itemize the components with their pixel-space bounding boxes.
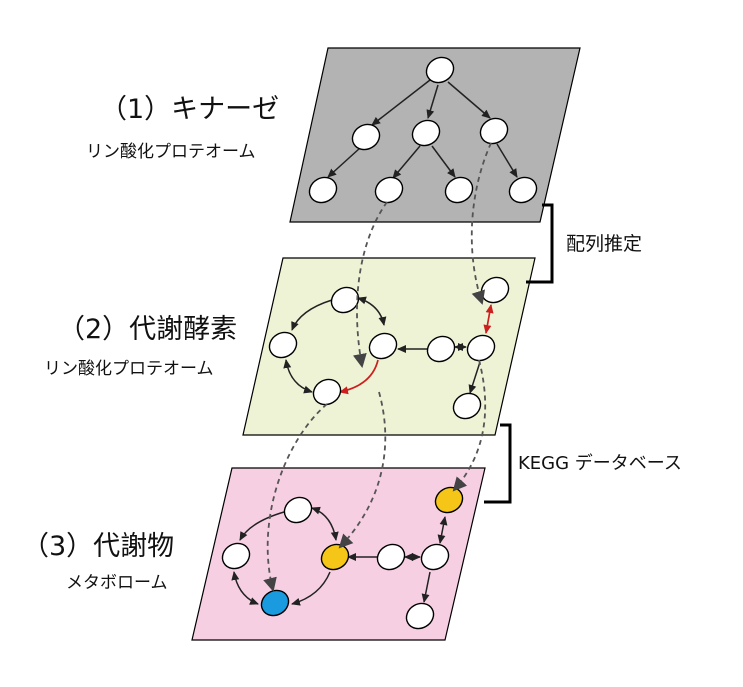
bracket-sequence-estimation (526, 203, 554, 284)
layer-2-title: （2）代謝酵素 (58, 314, 237, 345)
enzyme-node (426, 335, 456, 363)
kinase-node (444, 176, 474, 204)
metabolite-node (376, 543, 406, 571)
metabolite-node (283, 496, 313, 524)
kinase-node (351, 123, 381, 151)
enzyme-node (368, 332, 398, 360)
metabolite-node (405, 602, 435, 630)
layer-2-red-arrows (339, 304, 494, 395)
layer-3-title: （3）代謝物 (22, 531, 174, 562)
inter-layer-links (263, 142, 492, 592)
layer-2-nodes (268, 276, 510, 420)
bracket-label-kegg-database: KEGG データベース (518, 453, 682, 474)
metabolite-node-highlight-blue (260, 589, 290, 617)
kinase-node (374, 176, 404, 204)
layer-1-label: （1）キナーゼ リン酸化プロテオーム (86, 94, 279, 162)
layer-1-nodes (308, 56, 538, 204)
metabolite-node-highlight-yellow (434, 486, 464, 514)
kinase-node (479, 117, 509, 145)
enzyme-node (466, 334, 496, 362)
layer-2-subtitle: リン酸化プロテオーム (44, 359, 214, 379)
layer-3-edges (231, 506, 448, 606)
layer-2-edges (283, 296, 481, 394)
layer-1-subtitle: リン酸化プロテオーム (86, 142, 256, 162)
kinase-node (308, 176, 338, 204)
metabolite-node (420, 543, 450, 571)
link-enzyme-to-metabolite-middle (338, 391, 387, 549)
kinase-node (425, 56, 455, 84)
kinase-node (411, 119, 441, 147)
layer-3-subtitle: メタボローム (66, 573, 168, 593)
layer-2-label: （2）代謝酵素 リン酸化プロテオーム (44, 314, 237, 379)
layer-1-edges (327, 79, 518, 179)
layer-3-nodes (221, 486, 464, 630)
enzyme-node (268, 331, 298, 359)
enzyme-node (330, 286, 360, 314)
enzyme-node (452, 392, 482, 420)
metabolite-node-highlight-yellow (320, 543, 350, 571)
enzyme-node (312, 378, 342, 406)
kinase-node (508, 176, 538, 204)
bracket-kegg-database (484, 423, 512, 504)
link-enzyme-to-metabolite-left (263, 403, 328, 592)
link-kinase-to-enzyme-left (352, 201, 388, 368)
metabolite-node (221, 542, 251, 570)
layer-1-title: （1）キナーゼ (100, 94, 279, 125)
layer-3-label: （3）代謝物 メタボローム (22, 531, 174, 593)
bracket-label-sequence-estimation: 配列推定 (566, 233, 642, 255)
link-kinase-to-enzyme-right (470, 142, 492, 305)
